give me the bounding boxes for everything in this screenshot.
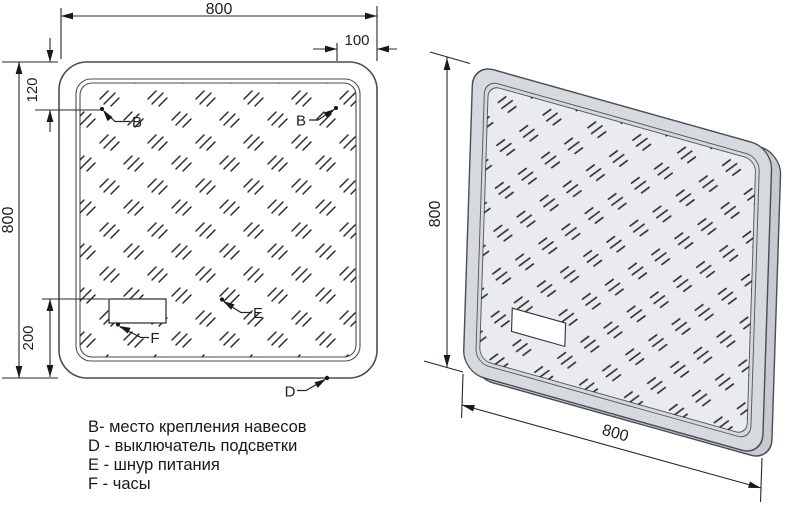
- label-cord: E: [253, 305, 263, 322]
- legend-item-b: B- место крепления навесов: [88, 418, 307, 436]
- perspective-bezel-outer-line: [475, 82, 760, 438]
- perspective-dimension-lines: [423, 51, 763, 503]
- legend: B- место крепления навесов D - выключате…: [88, 418, 307, 493]
- dim-text-mount-offset-right: 100: [344, 32, 369, 49]
- arrow-persp-height-top: [443, 58, 451, 70]
- perspective-view: 800 800: [423, 51, 782, 503]
- arrow-persp-width-left: [462, 405, 475, 412]
- leader-arrow-d: [314, 379, 326, 388]
- legend-item-f: F - часы: [88, 475, 151, 493]
- dim-text-front-height: 800: [0, 207, 17, 234]
- arrow-persp-height-bottom: [443, 355, 451, 367]
- clock-point-dot: [115, 322, 121, 327]
- power-cord-dot: [219, 297, 225, 302]
- leader-arrow-f: [119, 326, 131, 334]
- front-clock-display: [108, 298, 167, 324]
- dim-text-persp-width: 800: [600, 422, 630, 446]
- arrow-left800-top: [15, 62, 23, 74]
- dim-text-front-width: 800: [206, 1, 233, 18]
- arrow-left800-bottom: [15, 366, 23, 378]
- front-dimension-arrowheads: [15, 12, 389, 378]
- arrow-persp-width-right: [748, 481, 761, 488]
- arrow-120-bottom: [46, 110, 54, 122]
- front-mirror-glass-hatching: [80, 83, 356, 357]
- perspective-dimension-arrowheads: [443, 58, 761, 488]
- front-feature-points: [99, 105, 339, 381]
- leader-arrow-e: [223, 301, 235, 310]
- legend-item-d: D - выключатель подсветки: [88, 437, 297, 455]
- label-mount-right: B: [296, 113, 306, 130]
- ext-line-persp-bottom-left: [423, 360, 464, 373]
- arrow-120-top: [46, 50, 54, 62]
- arrow-100-left: [325, 45, 337, 53]
- dim-line-persp-width: [461, 404, 762, 489]
- dim-text-mount-offset-top: 120: [24, 77, 41, 102]
- leader-arrow-b-right: [323, 109, 335, 118]
- front-view: 800 800 120 100 200 B B E F D: [0, 1, 397, 401]
- arrow-top800-right: [365, 12, 377, 20]
- arrow-100-right: [377, 45, 389, 53]
- label-mount-left: B: [132, 114, 142, 131]
- label-switch: D: [285, 384, 296, 401]
- perspective-clock-display: [510, 307, 567, 348]
- perspective-glass-hatching: [479, 87, 756, 433]
- arrow-top800-left: [61, 12, 73, 20]
- ext-line-persp-top: [429, 51, 471, 65]
- dim-text-clock-offset-bottom: 200: [20, 325, 37, 350]
- mirror-front-face: [463, 68, 773, 452]
- arrow-200-top: [46, 299, 54, 311]
- ext-line-persp-left-edge: [461, 373, 464, 419]
- arrow-200-bottom: [46, 365, 54, 377]
- label-clock: F: [150, 330, 159, 347]
- legend-item-e: E - шнур питания: [88, 456, 220, 474]
- ext-line-persp-right-edge: [759, 457, 763, 503]
- front-leader-arrowheads: [103, 109, 335, 388]
- front-mirror-bezel-outer-line: [75, 78, 361, 362]
- dim-text-persp-height: 800: [427, 201, 444, 228]
- leader-arrow-b-left: [103, 110, 113, 122]
